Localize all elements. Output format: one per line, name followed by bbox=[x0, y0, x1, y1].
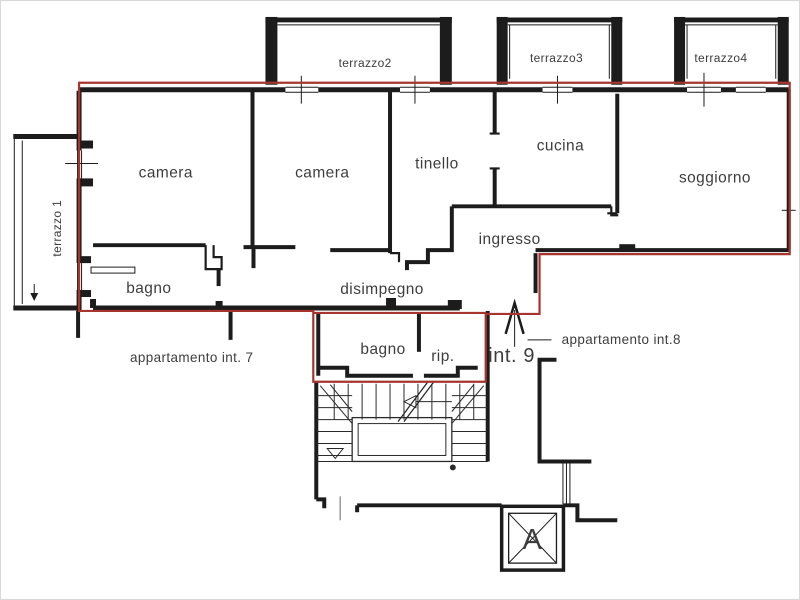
entrance-arrow-icon bbox=[504, 298, 525, 347]
room-label-rip: rip. bbox=[431, 348, 454, 365]
room-label-camera-2: camera bbox=[295, 164, 349, 181]
terrace-label-1: terrazzo 1 bbox=[50, 200, 64, 257]
terrace-pillars bbox=[265, 16, 789, 85]
room-label-bagno-1: bagno bbox=[126, 280, 171, 297]
room-label-ingresso: ingresso bbox=[479, 231, 541, 248]
elevator-cross-icon bbox=[508, 512, 557, 564]
labels: camera camera tinello cucina soggiorno i… bbox=[50, 51, 751, 556]
elevator bbox=[499, 504, 566, 572]
wall-posts bbox=[79, 140, 636, 309]
terrace-label-2: terrazzo2 bbox=[339, 56, 392, 70]
room-label-soggiorno: soggiorno bbox=[679, 169, 751, 186]
elevator-letter: A bbox=[522, 524, 542, 556]
unit9-label: int. 9 bbox=[488, 345, 535, 367]
room-label-cucina: cucina bbox=[537, 138, 584, 155]
room-label-camera-1: camera bbox=[139, 164, 193, 181]
room-label-bagno-2: bagno bbox=[360, 341, 405, 358]
elevator-shaft bbox=[499, 504, 566, 572]
terrace-label-4: terrazzo4 bbox=[694, 51, 747, 65]
terrace-label-3: terrazzo3 bbox=[530, 51, 583, 65]
wall-details bbox=[204, 132, 619, 271]
room-label-tinello: tinello bbox=[415, 155, 459, 172]
apartment-boundary bbox=[77, 81, 791, 383]
windows bbox=[13, 24, 796, 505]
staircase bbox=[316, 381, 488, 471]
unit7-label: appartamento int. 7 bbox=[130, 350, 253, 365]
elevator-cab bbox=[507, 512, 558, 564]
unit8-label: appartamento int.8 bbox=[562, 332, 681, 347]
terrace1-arrow-icon bbox=[30, 293, 39, 301]
room-label-disimpegno: disimpegno bbox=[340, 281, 424, 298]
